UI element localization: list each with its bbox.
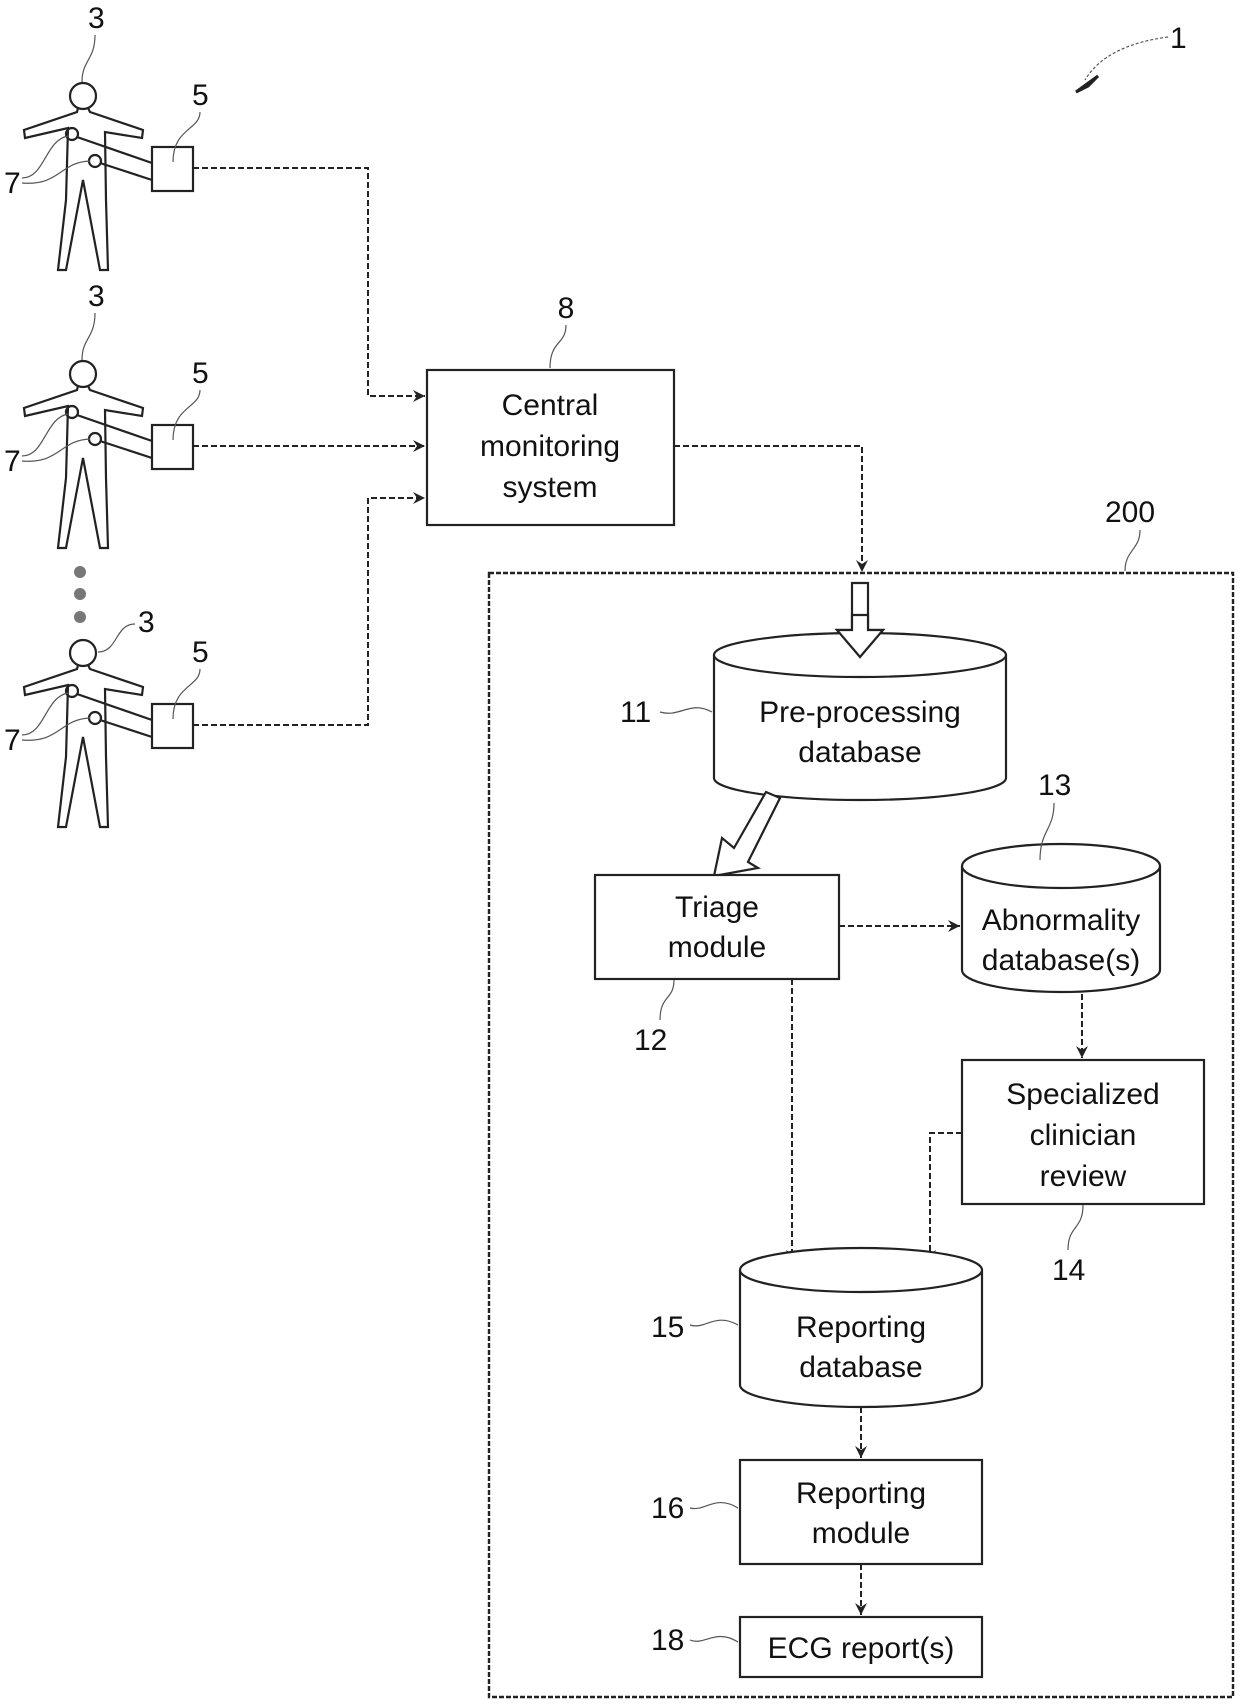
ellipsis-dot (74, 566, 86, 578)
electrode-ref-leader (22, 718, 90, 740)
system-ref: 200 (1105, 496, 1155, 529)
reporting-module-leader (690, 1503, 738, 1509)
figure-ref-arrowhead (1076, 76, 1098, 92)
reporting-db-node: Reporting database 15 (651, 1248, 982, 1407)
electrode-lower (89, 155, 101, 167)
electrode-wire (100, 720, 152, 737)
abnormality-line-2: database(s) (982, 944, 1140, 977)
preprocessing-line-2: database (798, 736, 921, 769)
connector-clinician-to-reporting-db (930, 1133, 962, 1262)
device-ref: 5 (192, 357, 209, 390)
reporting-db-line-1: Reporting (796, 1311, 926, 1344)
patient-2: 3 5 7 (4, 280, 209, 548)
person-ref: 3 (88, 280, 105, 313)
reporting-db-ref: 15 (651, 1311, 684, 1344)
preprocessing-line-1: Pre-processing (759, 696, 961, 729)
reporting-db-line-2: database (799, 1351, 922, 1384)
reporting-db-cylinder-top (740, 1248, 982, 1292)
preprocessing-db-node: Pre-processing database 11 (620, 615, 1006, 800)
patient-head (70, 640, 96, 666)
person-ref: 3 (138, 606, 155, 639)
person-ref: 3 (88, 2, 105, 35)
device-connections (193, 168, 425, 725)
device-ref: 5 (192, 79, 209, 112)
abnormality-ref: 13 (1038, 769, 1071, 802)
central-monitoring-node: Central monitoring system 8 (427, 292, 674, 525)
abnormality-cylinder-top (962, 844, 1160, 888)
clinician-leader (1068, 1205, 1083, 1250)
preprocessing-leader (660, 708, 712, 713)
electrode-lower (89, 433, 101, 445)
electrode-wire (100, 163, 152, 180)
preprocessing-ref: 11 (620, 696, 651, 729)
connector-patient-1 (193, 168, 425, 396)
ecg-reports-ref: 18 (651, 1624, 684, 1657)
ecg-reports-label: ECG report(s) (768, 1632, 955, 1665)
patient-body (24, 108, 143, 270)
clinician-line-2: clinician (1030, 1119, 1137, 1152)
ellipsis-dot (74, 588, 86, 600)
figure-ref-1: 1 (1076, 22, 1187, 92)
triage-leader (660, 980, 674, 1020)
patient-1: 3 5 7 (4, 2, 209, 270)
clinician-ref: 14 (1052, 1254, 1085, 1287)
patient-body (24, 386, 143, 548)
electrode-ref: 7 (4, 445, 21, 478)
patient-head (70, 361, 96, 387)
person-ref-leader (82, 35, 95, 82)
central-ref: 8 (558, 292, 575, 325)
connector-patient-3 (193, 498, 425, 725)
triage-line-1: Triage (675, 891, 759, 924)
patient-body (24, 665, 143, 827)
electrode-ref-leader (22, 161, 90, 183)
patient-3: 3 5 7 (4, 606, 209, 827)
electrode-ref-leader (22, 439, 90, 461)
ecg-device (152, 147, 193, 191)
abnormality-line-1: Abnormality (982, 904, 1140, 937)
reporting-module-ref: 16 (651, 1492, 684, 1525)
ecg-device (152, 425, 193, 469)
electrode-lower (89, 712, 101, 724)
central-line-2: monitoring (480, 430, 620, 463)
ecg-reports-node: ECG report(s) 18 (651, 1617, 982, 1677)
central-line-3: system (502, 471, 597, 504)
system-leader (1125, 530, 1140, 571)
ecg-device (152, 704, 193, 748)
reporting-db-leader (690, 1320, 738, 1326)
clinician-line-1: Specialized (1006, 1078, 1159, 1111)
reporting-module-node: Reporting module 16 (651, 1460, 982, 1564)
triage-ref: 12 (634, 1024, 667, 1057)
electrode-ref: 7 (4, 724, 21, 757)
electrode-wire (100, 441, 152, 458)
patient-head (70, 83, 96, 109)
clinician-line-3: review (1040, 1160, 1127, 1193)
figure-ref-arc (1085, 37, 1168, 80)
figure-ref-label: 1 (1170, 22, 1187, 55)
triage-node: Triage module 12 (595, 875, 839, 1057)
abnormality-db-node: Abnormality database(s) 13 (962, 769, 1160, 992)
triage-line-2: module (668, 931, 766, 964)
central-leader (550, 325, 566, 368)
central-line-1: Central (502, 389, 599, 422)
ecg-reports-leader (690, 1637, 738, 1642)
electrode-ref: 7 (4, 167, 21, 200)
reporting-module-line-1: Reporting (796, 1477, 926, 1510)
clinician-review-node: Specialized clinician review 14 (962, 1060, 1204, 1287)
connector-central-to-system (674, 446, 862, 572)
person-ref-leader (82, 313, 95, 360)
ellipsis-dots (74, 566, 86, 623)
person-ref-leader (98, 624, 135, 652)
device-ref: 5 (192, 636, 209, 669)
ellipsis-dot (74, 611, 86, 623)
reporting-module-line-2: module (812, 1517, 910, 1550)
preprocessing-to-triage-arrow (714, 792, 780, 876)
